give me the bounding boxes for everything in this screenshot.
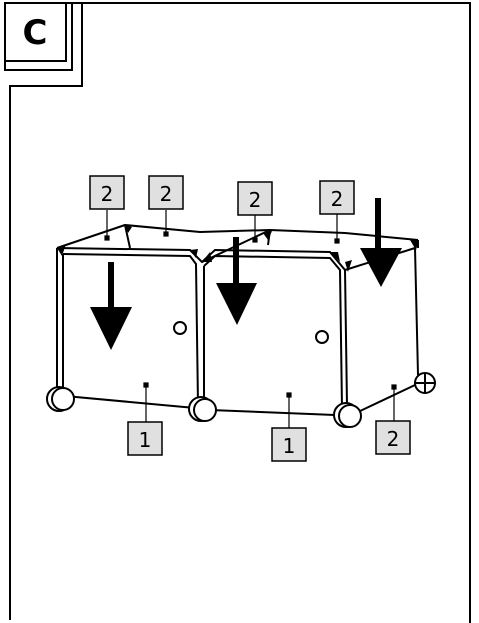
insertion-arrows — [90, 198, 402, 350]
svg-text:2: 2 — [249, 188, 262, 212]
down-arrow-icon — [90, 262, 132, 350]
step-letter: C — [23, 13, 48, 53]
callout-1-b: 1 — [271, 427, 307, 462]
callout-2-e: 2 — [375, 420, 411, 455]
down-arrow-icon — [216, 237, 257, 325]
leader-lines — [104, 210, 397, 428]
svg-text:2: 2 — [160, 182, 173, 206]
down-arrow-icon — [360, 198, 402, 287]
page-frame — [4, 2, 471, 623]
corner-connectors — [57, 225, 419, 272]
svg-text:2: 2 — [331, 187, 344, 211]
svg-text:2: 2 — [387, 427, 400, 451]
callout-2-c: 2 — [237, 181, 273, 216]
svg-text:2: 2 — [101, 182, 114, 206]
door-knob — [315, 330, 329, 344]
bottom-connectors — [46, 372, 436, 428]
callout-2-b: 2 — [148, 175, 184, 210]
svg-text:1: 1 — [283, 434, 296, 458]
callout-1-a: 1 — [127, 421, 163, 456]
door-knob — [173, 321, 187, 335]
svg-text:1: 1 — [139, 428, 152, 452]
callout-2-d: 2 — [319, 180, 355, 215]
callout-2-a: 2 — [89, 175, 125, 210]
